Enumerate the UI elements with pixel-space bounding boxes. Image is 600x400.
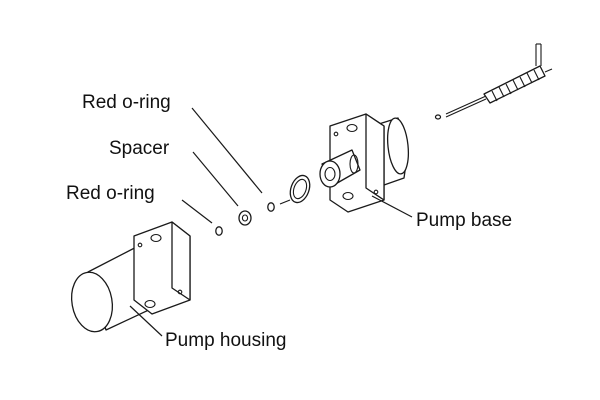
label-pump-base: Pump base [416,210,513,231]
label-spacer: Spacer [109,138,170,159]
red-oring-upper-part [267,202,275,212]
label-pump-housing: Pump housing [165,330,287,351]
red-oring-lower-part [215,226,223,236]
label-red-oring-top: Red o-ring [82,92,171,113]
pump-housing-part [70,221,191,333]
threaded-rod-part [434,43,553,120]
shaft-part [279,199,291,205]
leader-red-oring-top [191,107,263,194]
leader-pump-housing [129,305,163,337]
leader-spacer [192,151,239,207]
leader-pump-base [371,195,413,218]
spacer-part [238,210,252,226]
leader-red-oring-bottom [181,199,213,224]
pump-base-part [319,113,410,213]
label-red-oring-bottom: Red o-ring [66,183,155,204]
large-oring-part [289,174,311,204]
